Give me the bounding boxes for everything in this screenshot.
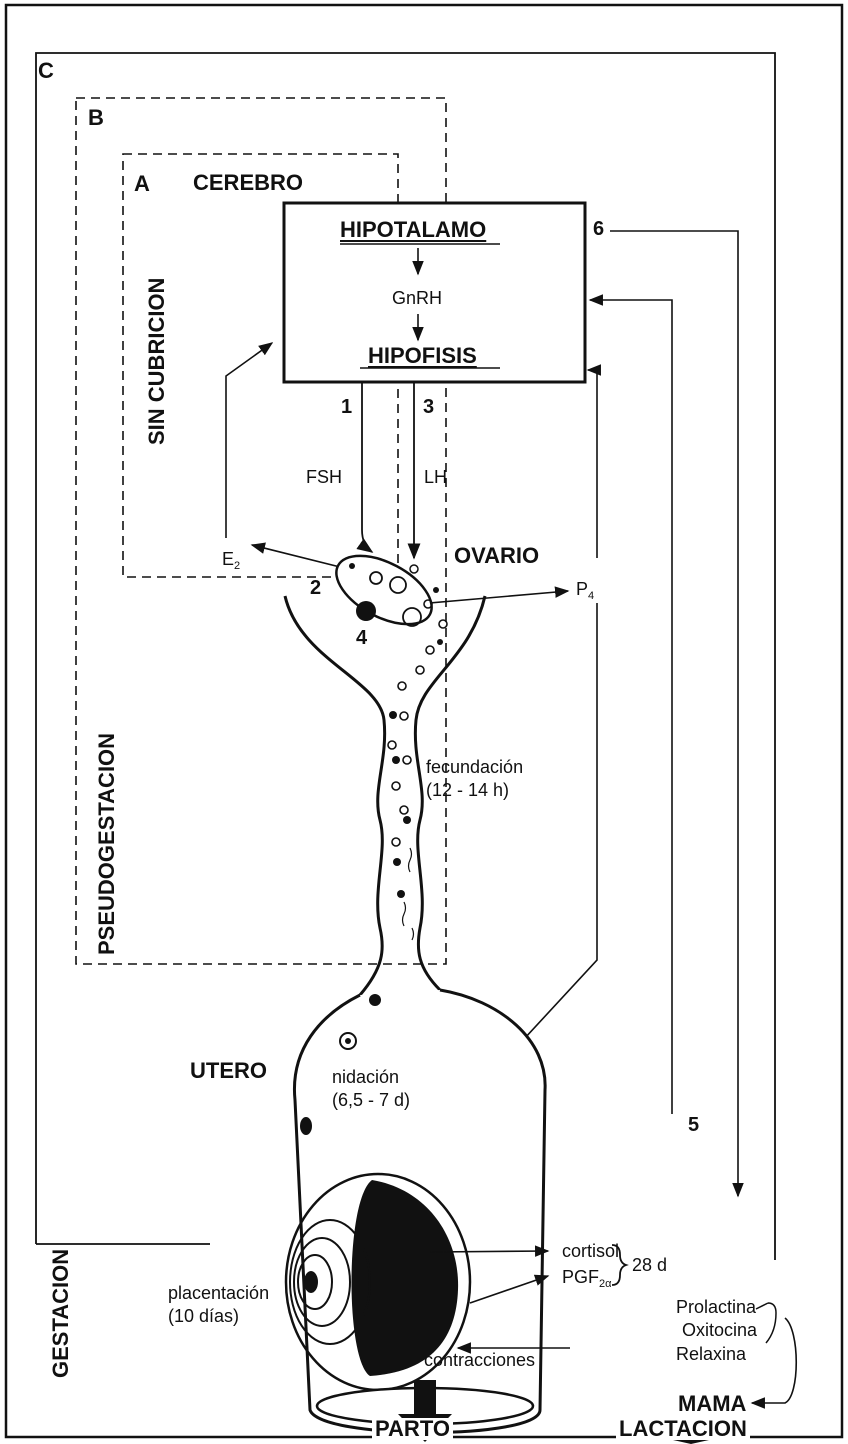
e2-label: E2 xyxy=(222,550,240,572)
placentacion-label: placentación (10 días) xyxy=(168,1282,269,1327)
step-2-label: 2 xyxy=(310,578,321,598)
embryo-uterus-1 xyxy=(369,994,381,1006)
cortisol-label: cortisol xyxy=(562,1242,619,1260)
pgf-label: PGF2α xyxy=(562,1268,612,1290)
line-5-feedback xyxy=(590,300,672,1114)
fsh-label: FSH xyxy=(306,468,342,486)
step-4-label: 4 xyxy=(356,628,367,648)
oocyte-release xyxy=(410,565,418,573)
panel-a-label: A xyxy=(134,173,150,195)
panel-c-label: C xyxy=(38,60,54,82)
nidacion-label: nidación (6,5 - 7 d) xyxy=(332,1066,410,1111)
gestacion-label: GESTACION xyxy=(50,1249,72,1378)
line-6-to-mama xyxy=(610,231,738,1196)
p4-feedback-line xyxy=(588,370,597,558)
hipotalamo-label: HIPOTALAMO xyxy=(340,219,486,241)
fecundacion-label: fecundación (12 - 14 h) xyxy=(426,756,523,801)
corpus-luteum xyxy=(356,601,376,621)
migrating-ova xyxy=(388,600,447,846)
p4-label: P4 xyxy=(576,580,594,602)
placenta-center xyxy=(304,1271,318,1293)
panel-b-label: B xyxy=(88,107,104,129)
step-6-label: 6 xyxy=(593,219,604,239)
contracciones-label: contracciones xyxy=(424,1351,535,1369)
lactacion-label: LACTACION xyxy=(616,1418,750,1440)
oviduct-left xyxy=(285,596,385,995)
pseudogestacion-label: PSEUDOGESTACION xyxy=(96,733,118,955)
utero-label: UTERO xyxy=(190,1060,267,1082)
gnrh-label: GnRH xyxy=(392,289,442,307)
brace-hormones xyxy=(756,1303,776,1343)
relaxina-label: Relaxina xyxy=(676,1343,757,1366)
step-3-label: 3 xyxy=(423,397,434,417)
step-1-label: 1 xyxy=(341,397,352,417)
embryo-uterus-2-core xyxy=(345,1038,351,1044)
ovary-shape xyxy=(325,542,442,639)
cortisol-arrow xyxy=(430,1251,548,1252)
mama-hormones-list: Prolactina Oxitocina Relaxina xyxy=(676,1296,757,1366)
prolactina-label: Prolactina xyxy=(676,1296,757,1319)
ovario-label: OVARIO xyxy=(454,545,539,567)
embryo-uterus-3 xyxy=(300,1117,312,1135)
step-5-label: 5 xyxy=(688,1115,699,1135)
e2-feedback-line xyxy=(226,343,272,538)
twenty-eight-days-label: 28 d xyxy=(632,1256,667,1274)
lh-label: LH xyxy=(424,468,447,486)
mama-label: MAMA xyxy=(678,1393,746,1415)
sin-cubricion-label: SIN CUBRICION xyxy=(146,278,168,445)
cerebro-label: CEREBRO xyxy=(193,172,303,194)
oxitocina-label: Oxitocina xyxy=(676,1319,757,1342)
fsh-line xyxy=(362,382,372,552)
brace-to-mama-arrow xyxy=(752,1318,796,1403)
follicle-small xyxy=(349,563,355,569)
p4-to-uterus-line xyxy=(488,603,597,1078)
parto-label: PARTO xyxy=(372,1418,453,1440)
hipofisis-label: HIPOFISIS xyxy=(368,345,477,367)
